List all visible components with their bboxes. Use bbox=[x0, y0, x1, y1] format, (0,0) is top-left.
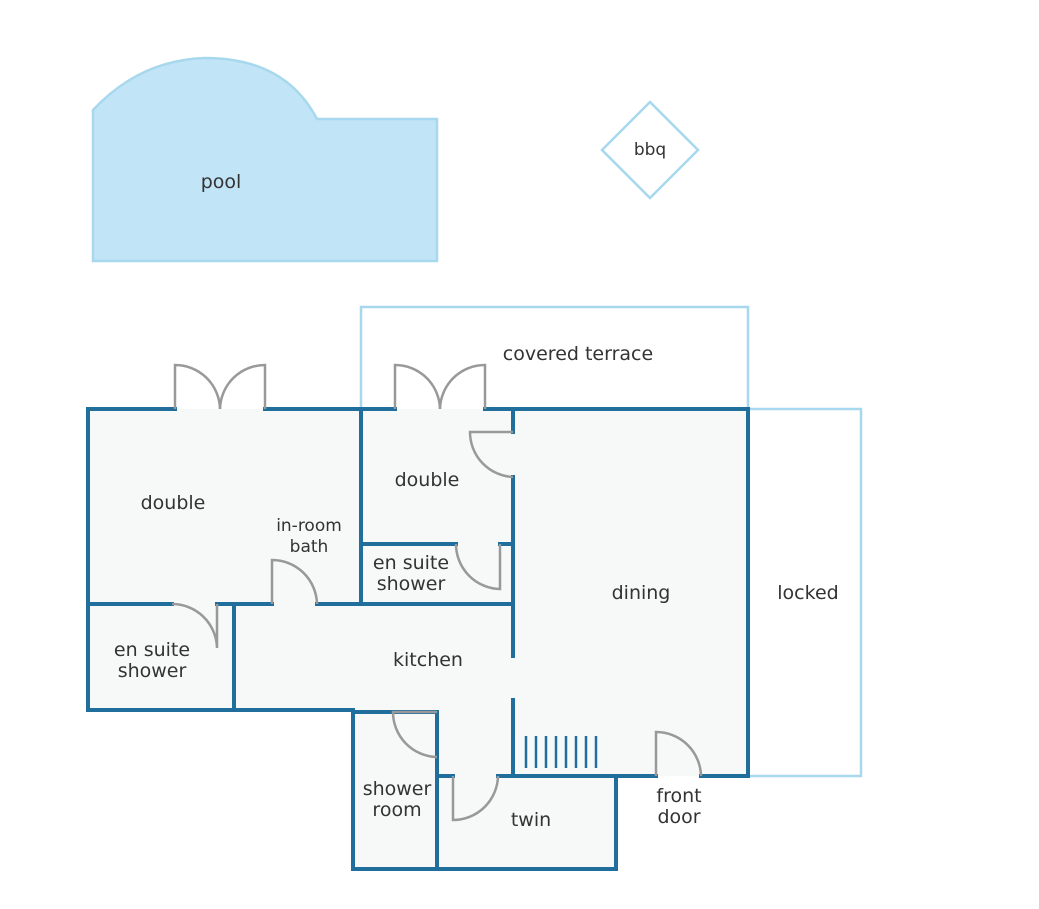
room-fills bbox=[88, 409, 748, 869]
double-center-label: double bbox=[395, 469, 460, 491]
covered-terrace-label: covered terrace bbox=[503, 343, 653, 365]
en-suite-center-label-line2: shower bbox=[377, 573, 446, 595]
front-door-label-line1: front bbox=[656, 785, 701, 807]
twin-label: twin bbox=[511, 809, 551, 831]
pool-shape bbox=[91, 56, 439, 263]
bbq-label: bbq bbox=[634, 140, 666, 160]
dining-label: dining bbox=[612, 582, 671, 604]
in-room-bath-label-line2: bath bbox=[290, 537, 329, 557]
shower-room-label-line1: shower bbox=[363, 778, 432, 800]
stairs bbox=[524, 736, 598, 768]
double-left-label: double bbox=[141, 492, 206, 514]
front-door-label-line2: door bbox=[657, 806, 700, 828]
covered-terrace-outline bbox=[359, 305, 750, 409]
walls bbox=[86, 407, 750, 871]
pool-label: pool bbox=[201, 171, 242, 193]
locked-area-outline bbox=[748, 407, 863, 778]
doors bbox=[171, 363, 703, 822]
en-suite-left-label-line1: en suite bbox=[114, 639, 190, 661]
shower-room-label-line2: room bbox=[372, 799, 421, 821]
locked-label: locked bbox=[777, 582, 838, 604]
in-room-bath-label-line1: in-room bbox=[276, 516, 342, 536]
kitchen-label: kitchen bbox=[393, 649, 463, 671]
en-suite-center-label-line1: en suite bbox=[373, 552, 449, 574]
en-suite-left-label-line2: shower bbox=[118, 660, 187, 682]
bbq-shape bbox=[600, 100, 700, 200]
